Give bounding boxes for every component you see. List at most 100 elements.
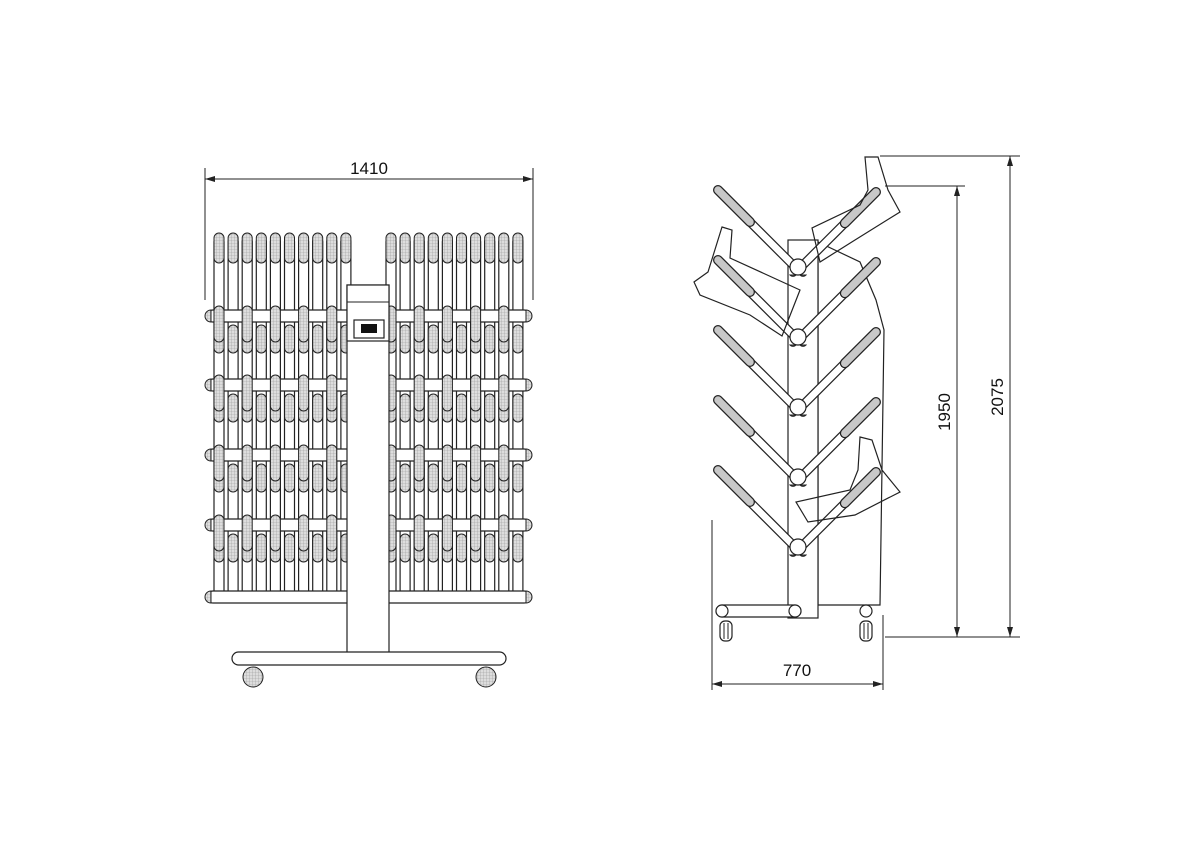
post-grip — [241, 514, 253, 552]
post-grip — [284, 232, 295, 264]
post-grip — [255, 232, 267, 264]
post-grip — [213, 305, 225, 343]
post-grip — [441, 232, 453, 264]
arm-grip — [841, 188, 880, 227]
post-grip — [241, 232, 253, 264]
base-rail — [715, 604, 802, 618]
post-grip — [340, 232, 352, 264]
rail-joint — [788, 604, 802, 618]
post-grip — [484, 393, 496, 423]
boot-outline — [795, 436, 901, 523]
arm-grip — [714, 326, 754, 366]
post-grip — [312, 324, 324, 354]
post-grip — [484, 232, 496, 264]
pivot-joint — [789, 258, 807, 276]
post-grip — [326, 444, 338, 482]
post-grip — [298, 374, 310, 412]
post-grip — [213, 374, 225, 412]
boot-post — [312, 232, 324, 600]
post-grip — [498, 374, 510, 412]
bar-end-cap — [525, 309, 533, 323]
post-grip — [441, 444, 453, 482]
post-grip — [498, 514, 510, 552]
post-grip — [441, 514, 453, 552]
drying-arm — [794, 257, 881, 344]
side-column — [787, 239, 819, 619]
post-grip — [269, 514, 281, 552]
post-grip — [456, 463, 467, 493]
arm-grip — [841, 468, 880, 507]
post-grip — [399, 533, 411, 563]
post-grip — [512, 533, 524, 563]
post-grip — [427, 393, 439, 423]
post-grip — [213, 444, 225, 482]
post-grip — [498, 444, 510, 482]
post-grip — [427, 324, 439, 354]
post-grip — [385, 232, 397, 264]
caster-wheel — [242, 666, 264, 688]
boot-post — [399, 232, 411, 600]
post-grip — [284, 393, 295, 423]
bar-end-cap — [525, 590, 533, 604]
drying-arm — [713, 465, 802, 554]
post-grip — [326, 305, 338, 343]
pivot-joint — [789, 398, 807, 416]
arm-grip — [841, 258, 880, 297]
bar-end-cap — [525, 448, 533, 462]
post-grip — [413, 514, 425, 552]
drying-arm — [713, 395, 802, 484]
post-grip — [427, 463, 439, 493]
post-grip — [298, 444, 310, 482]
boot-outline — [693, 226, 801, 337]
bar-end-cap — [525, 378, 533, 392]
width-dimension-label: 1410 — [350, 159, 388, 178]
post-grip — [399, 463, 411, 493]
pivot-clip — [788, 344, 808, 347]
post-grip — [456, 324, 467, 354]
drying-arm — [794, 467, 881, 554]
post-grip — [241, 305, 253, 343]
rail-end — [715, 604, 729, 618]
post-grip — [312, 393, 324, 423]
post-grip — [470, 232, 482, 264]
height-dimension: 1950 — [885, 185, 1020, 638]
bar-end-cap — [204, 378, 212, 392]
post-grip — [269, 374, 281, 412]
arm-grip — [714, 466, 754, 506]
boot-post — [512, 232, 524, 600]
post-grip — [484, 324, 496, 354]
post-grip — [269, 232, 281, 264]
post-grip — [512, 324, 524, 354]
post-grip — [312, 533, 324, 563]
post-grip — [298, 514, 310, 552]
boot-post — [227, 232, 239, 600]
depth-dimension: 770 — [711, 520, 884, 690]
height-dimension-label: 1950 — [935, 393, 954, 431]
bar-end-cap — [204, 448, 212, 462]
drying-arm — [713, 255, 802, 344]
post-grip — [298, 305, 310, 343]
post-grip — [498, 305, 510, 343]
bar-end-cap — [204, 590, 212, 604]
post-grip — [227, 533, 239, 563]
post-grip — [298, 232, 310, 264]
post-grip — [213, 514, 225, 552]
boot-outline — [811, 156, 901, 263]
caster-wheel — [475, 666, 497, 688]
depth-dimension-label: 770 — [783, 661, 811, 680]
post-grip — [284, 533, 295, 563]
pivot-clip — [788, 554, 808, 557]
post-grip — [456, 393, 467, 423]
caster-wheel — [859, 620, 873, 642]
post-grip — [312, 463, 324, 493]
drying-arm — [794, 187, 881, 274]
front-view — [204, 232, 533, 688]
post-grip — [255, 463, 267, 493]
bar-end-cap — [204, 309, 212, 323]
drying-arm — [794, 397, 881, 484]
boot-post — [255, 232, 267, 600]
post-grip — [512, 393, 524, 423]
post-grip — [227, 463, 239, 493]
pivot-joint — [789, 328, 807, 346]
